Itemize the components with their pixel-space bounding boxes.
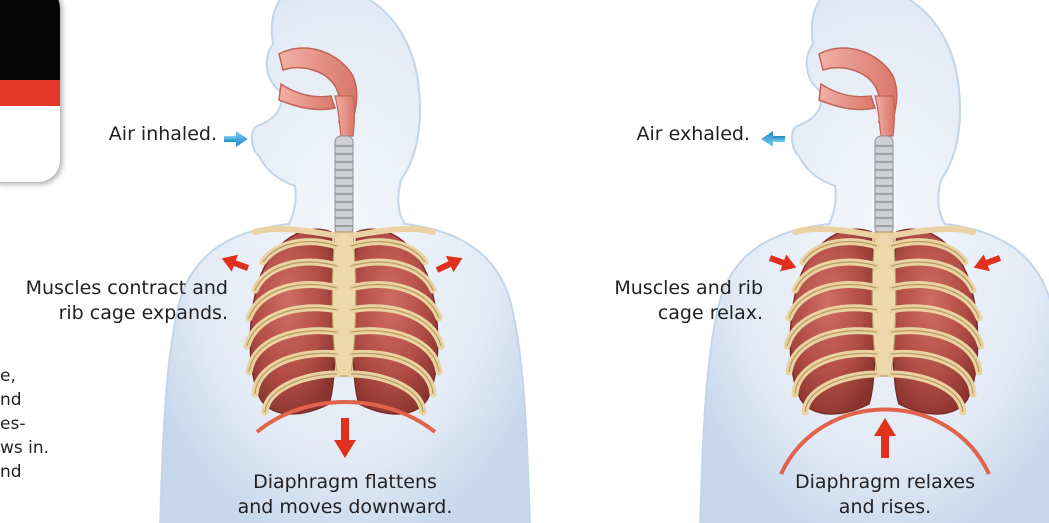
cutoff-text-line4: ws in. bbox=[0, 437, 49, 459]
left-muscles-label-line1: Muscles contract and bbox=[0, 276, 228, 301]
right-diaphragm-label-line2: and rises. bbox=[760, 495, 1010, 520]
left-diaphragm-label-line1: Diaphragm flattens bbox=[220, 470, 470, 495]
left-muscles-label-line2: rib cage expands. bbox=[0, 301, 228, 326]
right-air-out-arrow bbox=[761, 131, 785, 147]
right-muscles-label-line1: Muscles and rib bbox=[560, 276, 763, 301]
right-diaphragm-label-line1: Diaphragm relaxes bbox=[760, 470, 1010, 495]
cutoff-text-line1: e, bbox=[0, 365, 16, 387]
cutoff-text-line3: es- bbox=[0, 413, 25, 435]
right-air-label: Air exhaled. bbox=[590, 122, 750, 147]
left-air-label: Air inhaled. bbox=[62, 122, 217, 147]
left-diaphragm-label-line2: and moves downward. bbox=[220, 495, 470, 520]
cutoff-text-line2: nd bbox=[0, 389, 22, 411]
cutoff-text-line5: nd bbox=[0, 461, 22, 483]
left-air-in-arrow bbox=[224, 131, 248, 147]
right-muscles-label-line2: cage relax. bbox=[560, 301, 763, 326]
